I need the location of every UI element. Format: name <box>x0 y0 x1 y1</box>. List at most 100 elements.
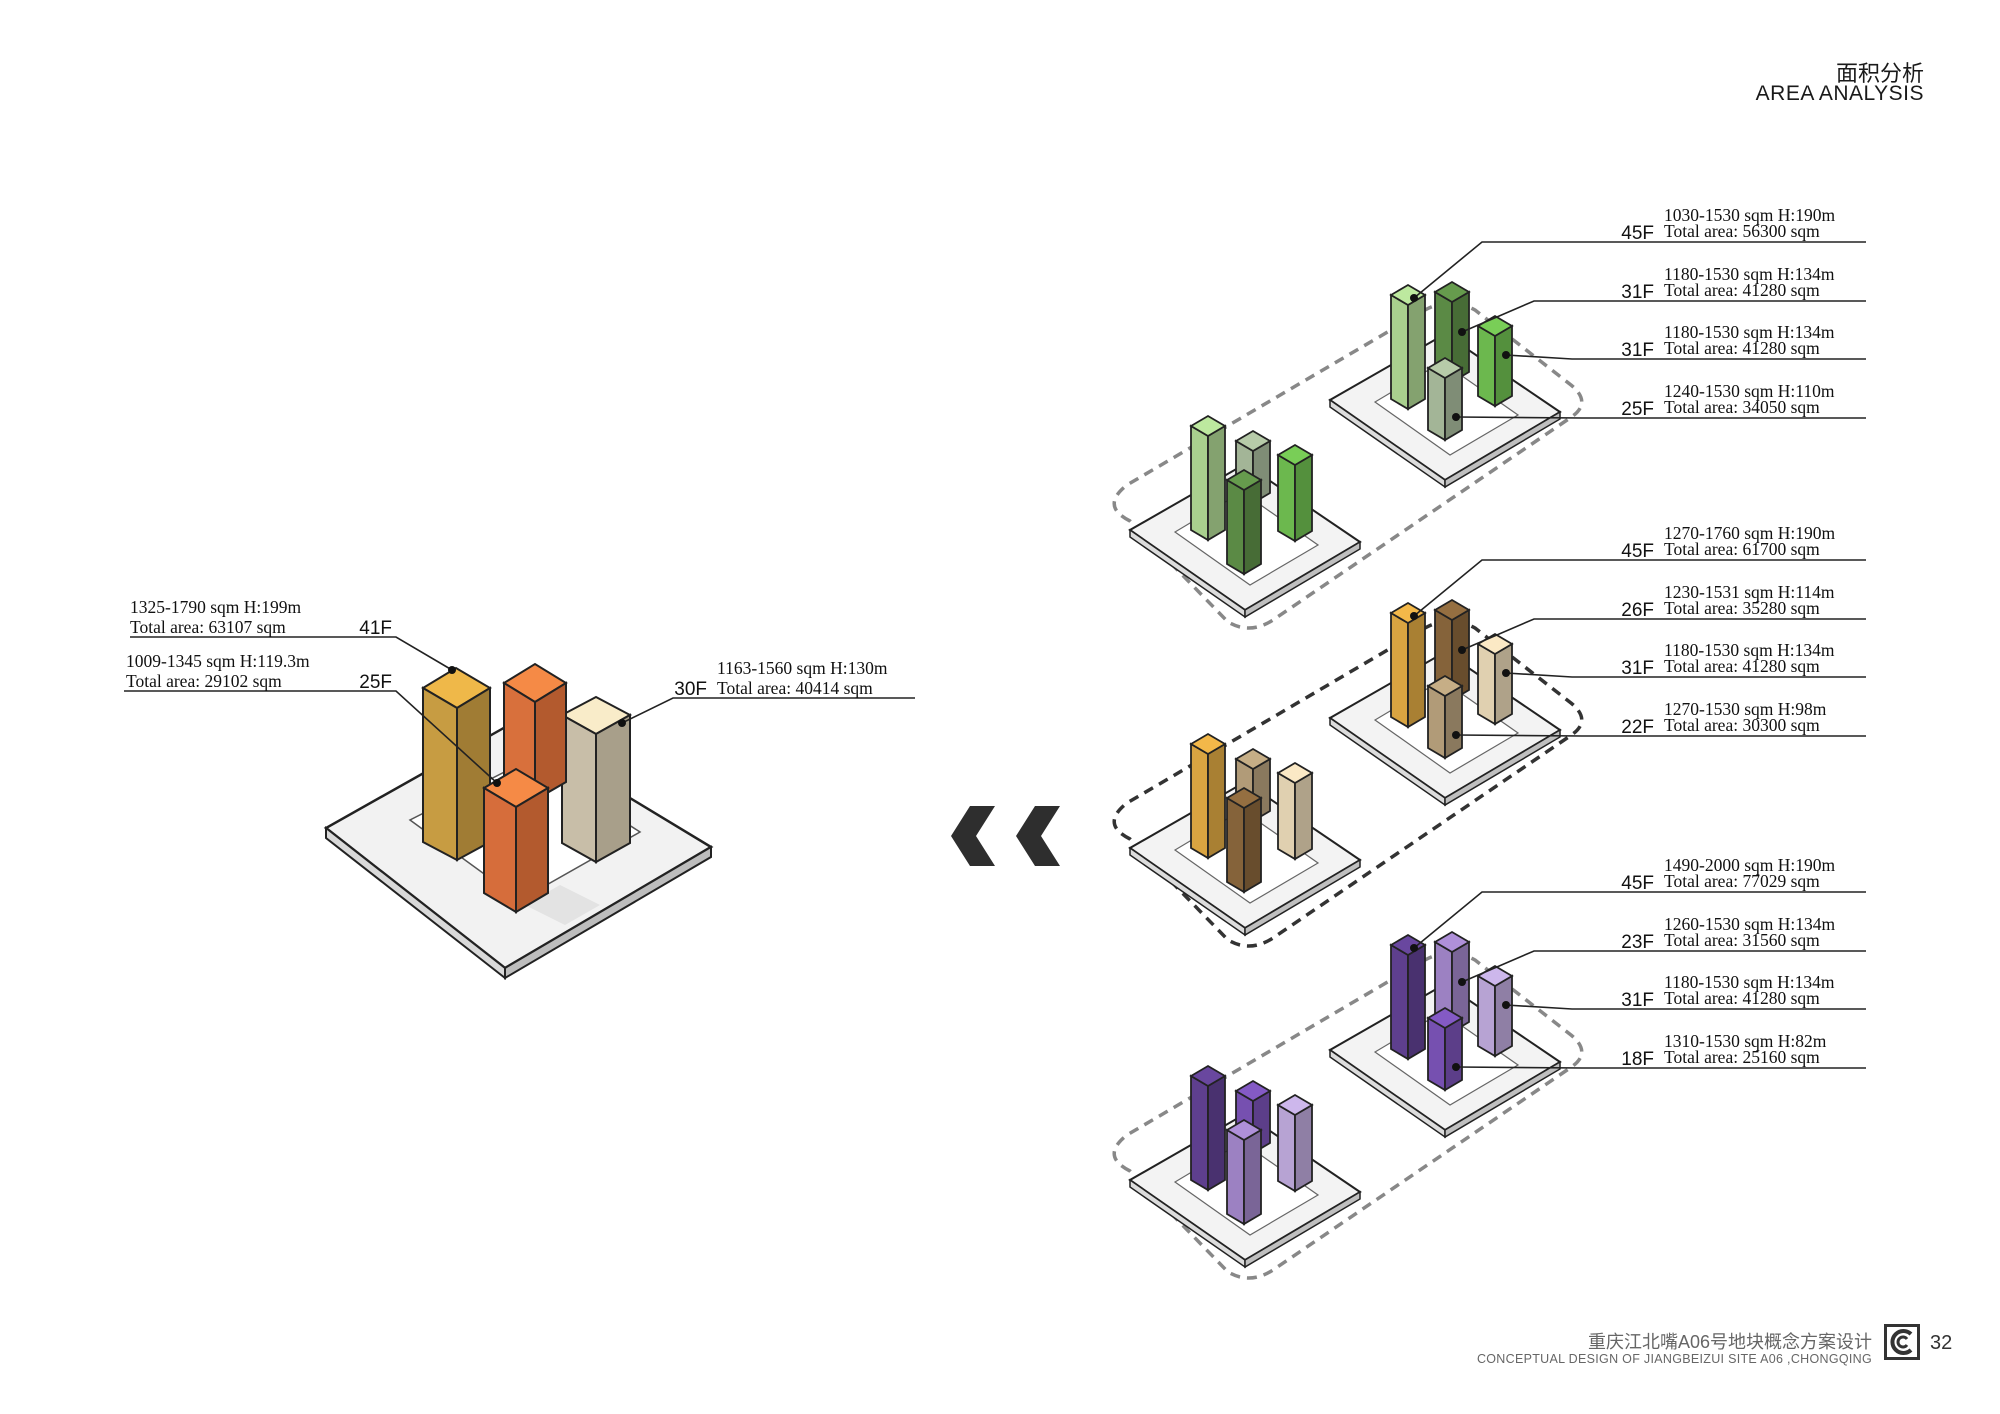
leader-line <box>1461 300 1866 333</box>
label-line1: 1270-1760 sqm H:190m <box>1664 523 1836 543</box>
tower <box>1389 601 1427 729</box>
tower <box>1225 468 1263 576</box>
label-line2: Total area: 25160 sqm <box>1664 1047 1820 1067</box>
label-line1: 1310-1530 sqm H:82m <box>1664 1031 1827 1051</box>
tower <box>1433 598 1471 702</box>
page-title-cn: 面积分析 <box>1835 61 1924 86</box>
tower-41f-combined <box>421 666 492 862</box>
tower-30f-combined <box>559 695 633 864</box>
label-line2: Total area: 41280 sqm <box>1664 656 1820 676</box>
leader-dot <box>1502 1001 1510 1009</box>
leader-dot <box>1410 294 1418 302</box>
grouping-outline <box>1112 619 1584 948</box>
combined-leaders <box>124 636 915 784</box>
leader-line <box>1461 950 1866 983</box>
tower <box>1225 1118 1263 1226</box>
tower <box>1389 283 1427 411</box>
leader-line <box>1413 559 1866 617</box>
leader-line <box>1461 618 1866 651</box>
page-number: 32 <box>1930 1332 1953 1354</box>
label-line2: Total area: 56300 sqm <box>1664 221 1820 241</box>
leader-dot <box>448 666 456 674</box>
floor-count: 45F <box>1621 223 1654 244</box>
leader-dot <box>618 719 626 727</box>
leader-line <box>1505 1004 1866 1010</box>
chevron-left-icon <box>951 806 1060 866</box>
label-line1: 1180-1530 sqm H:134m <box>1664 264 1835 284</box>
floor-count: 45F <box>1621 873 1654 894</box>
label-line1: 1490-2000 sqm H:190m <box>1664 855 1836 875</box>
leader-line <box>1455 1066 1866 1069</box>
tower-25f-combined <box>482 767 550 914</box>
label-line2: Total area: 30300 sqm <box>1664 715 1820 735</box>
tower <box>1426 356 1464 442</box>
floor-count: 31F <box>1621 990 1654 1011</box>
tower <box>1225 786 1263 894</box>
floor-count: 26F <box>1621 600 1654 621</box>
label-line1: 1009-1345 sqm H:119.3m <box>126 651 310 671</box>
label-line2: Total area: 34050 sqm <box>1664 397 1820 417</box>
combined-scheme: 1325-1790 sqm H:199m Total area: 63107 s… <box>124 597 915 981</box>
label-line2: Total area: 61700 sqm <box>1664 539 1820 559</box>
floor-count: 25F <box>359 672 392 693</box>
leader-line <box>1455 734 1866 737</box>
leader-dot <box>1452 731 1460 739</box>
tower <box>1189 1064 1227 1192</box>
label-line2: Total area: 77029 sqm <box>1664 871 1820 891</box>
tower <box>1476 964 1514 1058</box>
leader-dot <box>493 779 501 787</box>
leader-line <box>1505 672 1866 678</box>
leader-dot <box>1410 612 1418 620</box>
leader-dot <box>1502 669 1510 677</box>
label-line1: 1230-1531 sqm H:114m <box>1664 582 1835 602</box>
leader-line <box>1455 416 1866 419</box>
floor-count: 41F <box>359 618 392 639</box>
floor-count: 31F <box>1621 282 1654 303</box>
leader-dot <box>1502 351 1510 359</box>
floor-count: 30F <box>674 679 707 700</box>
label-line1: 1270-1530 sqm H:98m <box>1664 699 1827 719</box>
footer-project-en: CONCEPTUAL DESIGN OF JIANGBEIZUI SITE A0… <box>1476 1352 1872 1366</box>
tower <box>1426 674 1464 760</box>
footer-project-cn: 重庆江北嘴A06号地块概念方案设计 <box>1587 1332 1872 1352</box>
page-title-en: AREA ANALYSIS <box>1755 82 1924 105</box>
floor-count: 23F <box>1621 932 1654 953</box>
label-line1: 1240-1530 sqm H:110m <box>1664 381 1835 401</box>
floor-count: 22F <box>1621 717 1654 738</box>
floor-count: 25F <box>1621 399 1654 420</box>
leader-dot <box>1452 413 1460 421</box>
floor-count: 31F <box>1621 340 1654 361</box>
label-line1: 1180-1530 sqm H:134m <box>1664 322 1835 342</box>
tower <box>1276 761 1314 861</box>
label-line1: 1325-1790 sqm H:199m <box>130 597 302 617</box>
leader-dot <box>1458 978 1466 986</box>
leader-dot <box>1410 944 1418 952</box>
label-line1: 1163-1560 sqm H:130m <box>717 658 888 678</box>
label-line2: Total area: 41280 sqm <box>1664 988 1820 1008</box>
leader-dot <box>1458 646 1466 654</box>
tower <box>1189 732 1227 860</box>
label-line2: Total area: 29102 sqm <box>126 671 282 691</box>
label-line2: Total area: 63107 sqm <box>130 617 286 637</box>
grouping-outline <box>1112 951 1584 1280</box>
floor-count: 45F <box>1621 541 1654 562</box>
tower <box>1389 933 1427 1061</box>
label-line1: 1030-1530 sqm H:190m <box>1664 205 1836 225</box>
leader-dot <box>1452 1063 1460 1071</box>
tower <box>1189 414 1227 542</box>
tower <box>1426 1006 1464 1092</box>
label-line2: Total area: 41280 sqm <box>1664 280 1820 300</box>
leader-line <box>1413 241 1866 299</box>
leader-line <box>1413 891 1866 949</box>
company-logo-icon <box>1884 1324 1920 1360</box>
tower <box>1476 632 1514 726</box>
label-line2: Total area: 40414 sqm <box>717 678 873 698</box>
label-line2: Total area: 35280 sqm <box>1664 598 1820 618</box>
label-line1: 1260-1530 sqm H:134m <box>1664 914 1836 934</box>
label-line1: 1180-1530 sqm H:134m <box>1664 640 1835 660</box>
